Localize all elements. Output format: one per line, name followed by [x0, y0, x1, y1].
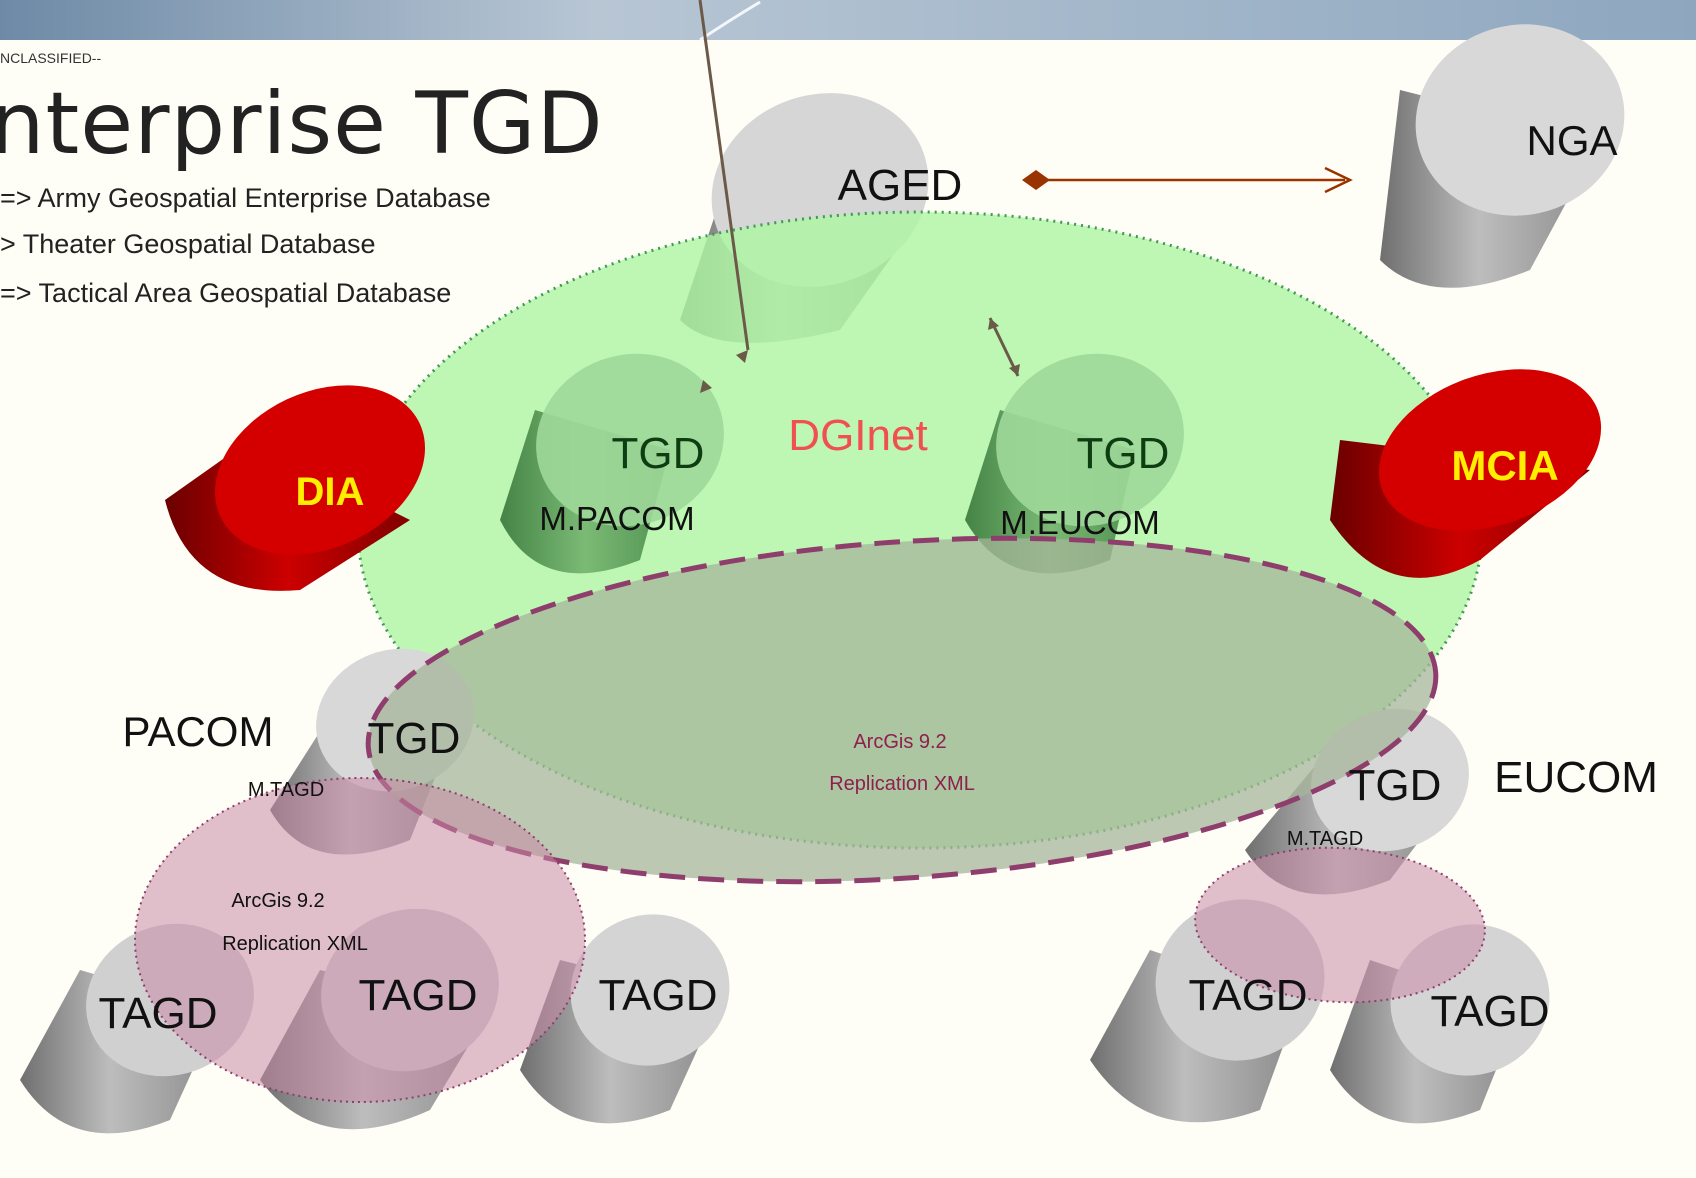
- tgd-meucom-title: TGD: [1077, 429, 1170, 478]
- mcia-label: MCIA: [1451, 442, 1558, 489]
- dia-label: DIA: [296, 470, 365, 514]
- header-banner: [0, 0, 1696, 40]
- tgd-eucom-title: TGD: [1349, 761, 1442, 810]
- arrowhead-icon: [1324, 166, 1353, 194]
- tgd-meucom-cylinder: [965, 353, 1184, 574]
- tgd-pacom-title: TGD: [368, 714, 461, 763]
- tagd-left-3-label: TAGD: [599, 971, 718, 1020]
- replication-pacom-line1: ArcGis 9.2: [231, 890, 324, 912]
- diamond-icon: [1022, 170, 1050, 190]
- tgd-mpacom-cylinder: [500, 353, 724, 574]
- tagd-right-2-label: TAGD: [1431, 987, 1550, 1036]
- tagd-right-1-label: TAGD: [1189, 971, 1308, 1020]
- legend-line-tagd: => Tactical Area Geospatial Database: [0, 278, 452, 308]
- tgd-mpacom-subtitle: M.PACOM: [539, 500, 694, 537]
- aged-nga-link: [1022, 166, 1353, 194]
- tgd-pacom-subtitle: M.TAGD: [248, 779, 324, 801]
- replication-main-line2: Replication XML: [829, 773, 975, 795]
- legend-line-aged: => Army Geospatial Enterprise Database: [0, 183, 491, 213]
- eucom-label: EUCOM: [1494, 753, 1658, 802]
- replication-main-line1: ArcGis 9.2: [853, 731, 946, 753]
- arrowhead-icon: [700, 380, 712, 393]
- slide-title: nterprise TGD: [0, 74, 604, 174]
- tgd-mpacom-title: TGD: [612, 429, 705, 478]
- aged-tgd-meucom-link: [988, 317, 1020, 377]
- replication-region-main: [365, 535, 1439, 885]
- dginet-label: DGInet: [788, 411, 927, 460]
- tagd-left-2-label: TAGD: [359, 971, 478, 1020]
- aged-label: AGED: [838, 161, 963, 210]
- mcia-cylinder: [1330, 369, 1602, 578]
- classification-marking: NCLASSIFIED--: [0, 50, 102, 66]
- arrowhead-icon: [1009, 364, 1020, 376]
- replication-pacom-line2: Replication XML: [222, 933, 368, 955]
- replication-region-eucom: [1194, 846, 1486, 1004]
- pacom-label: PACOM: [123, 708, 274, 755]
- tagd-left-1-label: TAGD: [99, 989, 218, 1038]
- nga-cylinder: [1380, 24, 1625, 288]
- tagd-left-3-cylinder: [520, 914, 730, 1124]
- aged-tgd-mpacom-link: [698, 0, 750, 393]
- dia-cylinder: [165, 385, 426, 591]
- tgd-eucom-subtitle: M.TAGD: [1287, 828, 1363, 850]
- arrowhead-icon: [988, 318, 999, 330]
- nga-label: NGA: [1526, 117, 1617, 164]
- replication-region-pacom: [134, 777, 586, 1103]
- arrowhead-icon: [736, 350, 748, 363]
- tgd-meucom-subtitle: M.EUCOM: [1000, 504, 1160, 541]
- legend-line-tgd: > Theater Geospatial Database: [0, 229, 376, 259]
